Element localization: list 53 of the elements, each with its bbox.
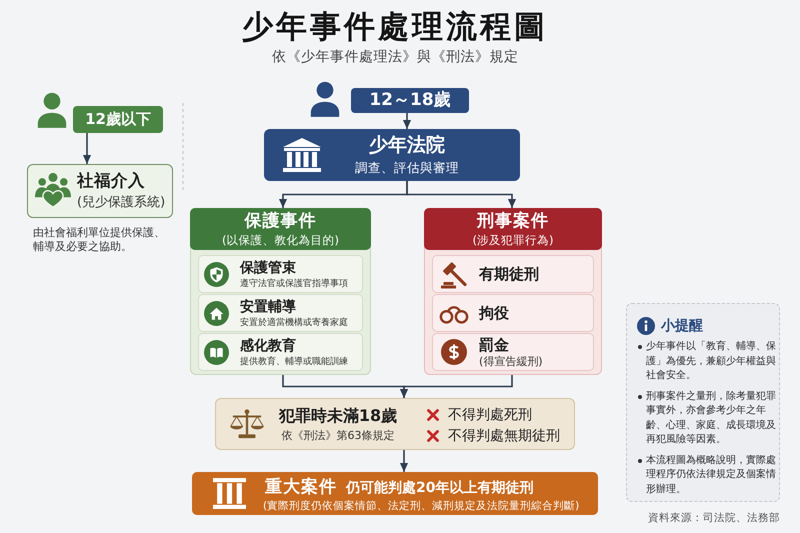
item-title: 感化教育 [240,336,296,354]
category-panel [424,208,602,375]
bullet-text: 刑事案件之量刑，除考量犯罪事實外，亦會參考少年之年齡、心理、家庭、成長環境及再犯風險等因素。 [646,390,776,447]
info-card [27,164,173,218]
item-title: 保護管束 [240,258,296,276]
item-title: 安置輔導 [240,298,296,316]
notice-box [215,398,575,450]
subtitle: 依《少年事件處理法》與《刑法》規定 [272,48,518,66]
tips-heading: 小提醒 [661,317,703,336]
rule-text: 不得判處死刑 [448,406,532,424]
arrow [402,113,412,129]
tips-box [626,303,780,502]
arrow [82,133,92,164]
option-card [432,333,594,371]
option-card [432,294,594,332]
note-text: 由社會福利單位提供保護、輔導及必要之協助。 [33,226,166,254]
item-description: 提供教育、輔導或職能訓練 [240,356,348,368]
rule-text: 不得判處無期徒刑 [448,427,560,445]
item-description: 安置於適當機構或寄養家庭 [240,316,348,328]
banner-heading: 重大案件 [265,476,337,498]
box-heading: 犯罪時未滿18歲 [278,406,398,426]
option-card [432,255,594,293]
arrow [400,450,408,472]
panel-title: 刑事案件 [477,211,549,231]
option-card [198,294,363,332]
heading-box [264,129,520,181]
option-card [198,255,363,293]
card-subheading: (兒少保護系統) [77,194,166,211]
option-card [198,333,363,371]
item-title: 拘役 [479,304,509,322]
highlight-banner [192,472,598,515]
bullet-text: 本流程圖為概略說明，實際處理程序仍依法律規定及個案情形辦理。 [646,454,776,496]
banner-note: (實際刑度仍依個案情節、法定刑、減刑規定及法院量刑綜合判斷) [263,499,580,513]
category-panel [190,208,371,375]
item-title: 有期徒刑 [479,265,539,283]
item-description: 遵守法官或保護官指導事項 [240,278,348,290]
panel-subtitle: (以保護、教化為目的) [222,233,339,247]
age-tag: 12歲以下 [73,106,163,133]
banner-text: 仍可能判處20年以上有期徒刑 [346,479,534,497]
panel-subtitle: (涉及犯罪行為) [472,233,554,247]
title: 少年事件處理流程圖 [242,8,548,46]
box-heading: 少年法院 [369,134,445,157]
box-subheading: 調查、評估與審理 [355,160,459,176]
panel-title: 保護事件 [244,211,316,231]
arrow [400,375,513,398]
source-note: 資料來源：司法院、法務部 [648,511,780,525]
card-heading: 社福介入 [77,171,145,191]
age-tag: 12～18歲 [351,88,469,113]
box-subheading: 依《刑法》第63條規定 [282,428,394,442]
arrow [406,181,516,208]
bullet-text: 少年事件以「教育、輔導、保護」為優先，兼顧少年權益與社會安全。 [646,340,776,383]
item-title: 罰金 [479,336,509,354]
item-description: (得宣告緩刑) [479,354,543,368]
